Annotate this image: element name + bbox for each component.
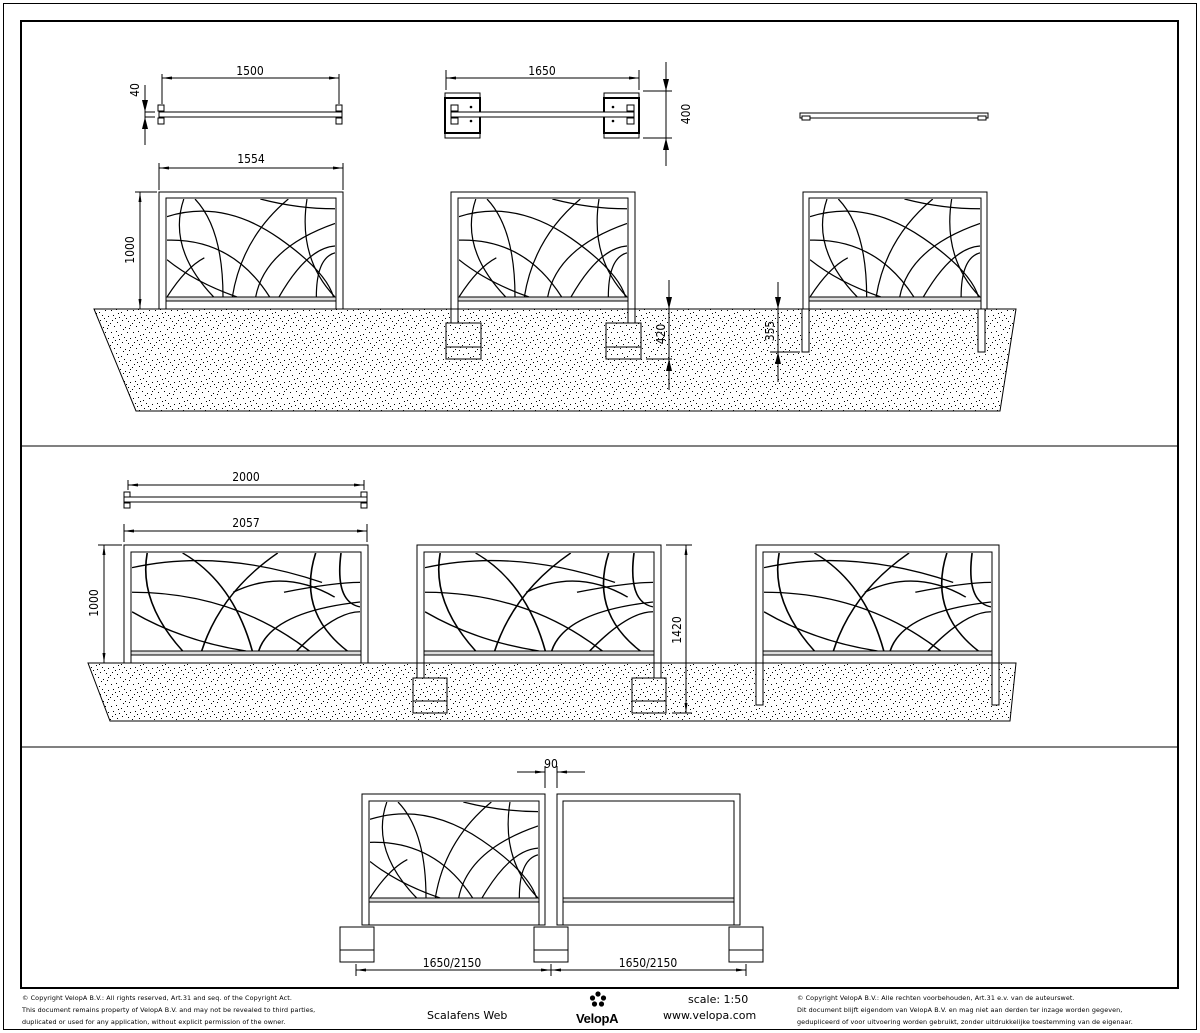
top-view-1500: 1500 40 (128, 64, 343, 145)
copyright-dutch: © Copyright VelopA B.V.: Alle rechten vo… (797, 992, 1133, 1028)
dim-355: 355 (763, 321, 777, 342)
elevation-embedded-posts (755, 544, 1000, 706)
section-2: 2000 2057 1000 (87, 470, 1017, 722)
dim-1500: 1500 (236, 64, 264, 78)
ground-gravel (87, 662, 1017, 722)
copyright-line: Dit document blijft eigendom van VelopA … (797, 1006, 1123, 1014)
dim-2000: 2000 (232, 470, 260, 484)
dim-1420: 1420 (670, 616, 684, 644)
outer-border (3, 3, 1197, 1030)
dim-span-left: 1650/2150 (423, 956, 482, 970)
top-view-3 (799, 112, 989, 121)
velopa-logo-icon (589, 991, 607, 1007)
ground-gravel (93, 308, 1017, 412)
elevation-2057: 2057 1000 (87, 516, 369, 664)
copyright-line: duplicated or used for any application, … (22, 1018, 286, 1026)
section-1: 1500 40 1650 (93, 62, 1017, 412)
elevation-1554: 1554 1000 (123, 152, 344, 310)
dim-2057: 2057 (232, 516, 259, 530)
elevation-foundation-blocks: 420 (445, 191, 672, 390)
dim-400: 400 (679, 104, 693, 125)
elevation-embedded-posts: 355 (763, 191, 988, 382)
dim-1000: 1000 (87, 589, 101, 617)
dim-span-right: 1650/2150 (619, 956, 678, 970)
dim-1554: 1554 (237, 152, 265, 166)
copyright-line: © Copyright VelopA B.V.: Alle rechten vo… (797, 994, 1075, 1002)
dim-40: 40 (128, 83, 142, 97)
drawing-frame (20, 20, 1179, 989)
brand-logo-text: VelopA (576, 1011, 619, 1026)
top-view-2000: 2000 (123, 470, 368, 509)
dim-90: 90 (544, 757, 558, 771)
copyright-line: This document remains property of VelopA… (22, 1006, 316, 1014)
dim-1000: 1000 (123, 236, 137, 264)
dim-1650: 1650 (528, 64, 556, 78)
elevation-foundation-blocks: 1420 (412, 544, 692, 714)
website-link[interactable]: www.velopa.com (663, 1009, 757, 1022)
dim-420: 420 (654, 324, 668, 345)
copyright-line: © Copyright VelopA B.V.: All rights rese… (22, 994, 292, 1002)
top-view-1650: 1650 400 (444, 62, 693, 166)
copyright-line: gedupliceerd of voor uitvoering worden g… (797, 1018, 1133, 1026)
scale-label: scale: 1:50 (688, 993, 749, 1006)
copyright-english: © Copyright VelopA B.V.: All rights rese… (22, 992, 315, 1028)
drawing-title: Scalafens Web (427, 1009, 508, 1022)
section-3-coupled-panels: 90 1650/2150 1650/2150 (339, 757, 764, 976)
